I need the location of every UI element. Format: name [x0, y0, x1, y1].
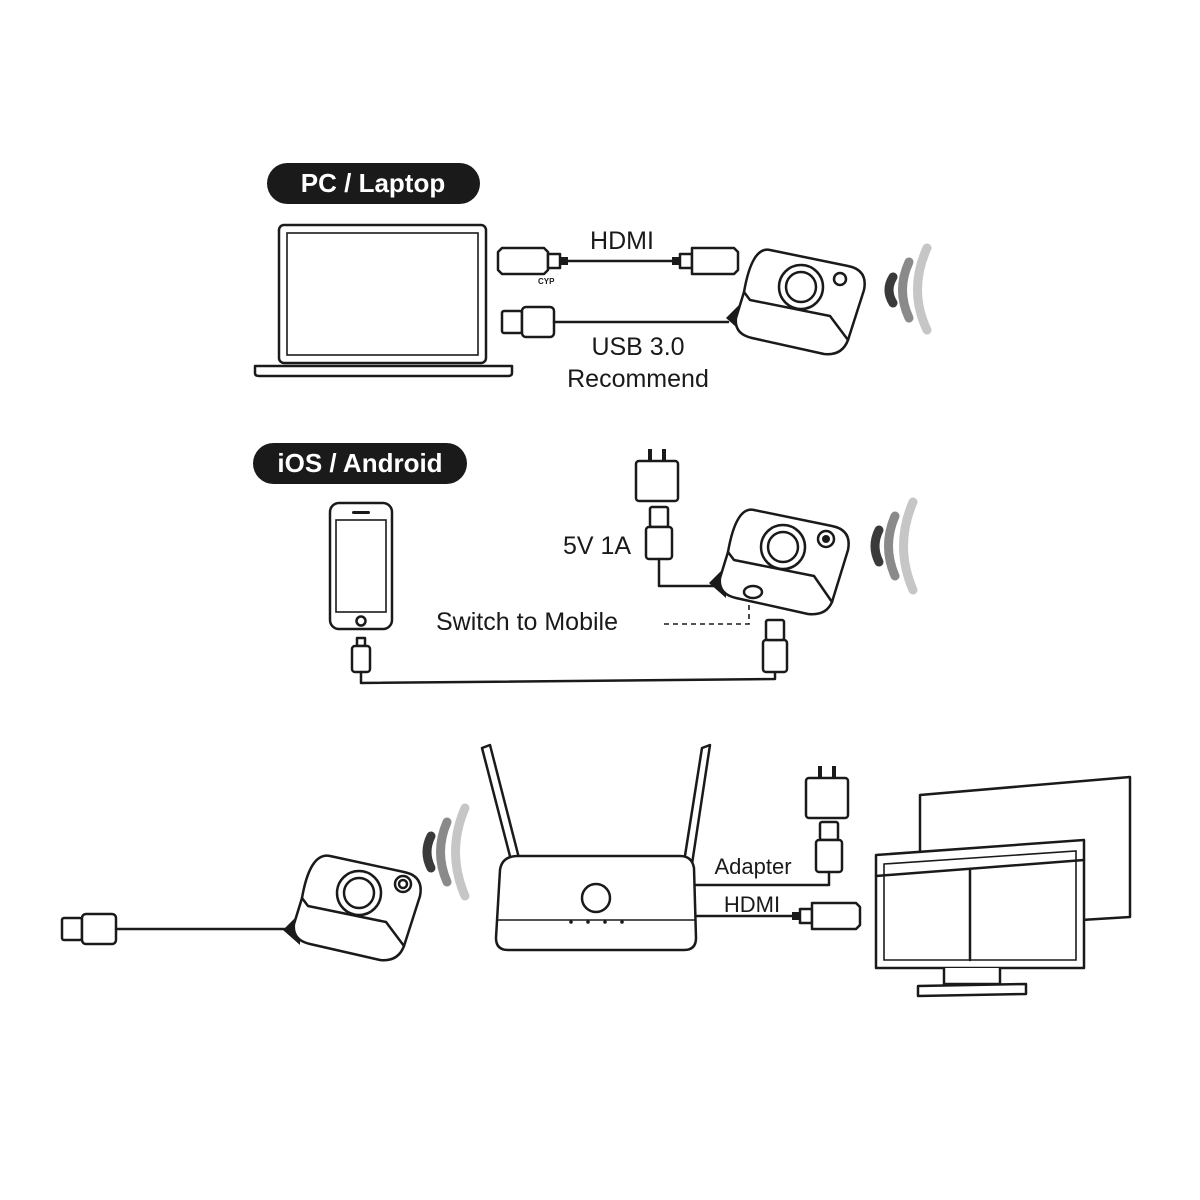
power-adapter-icon-receiver [694, 766, 850, 887]
power-adapter-icon-mobile [634, 449, 724, 588]
pc-laptop-title-pill: PC / Laptop [267, 163, 480, 204]
wireless-signal-icon-mobile [870, 497, 918, 595]
display-monitors-icon [874, 775, 1132, 998]
usb-cable-bottom [60, 912, 292, 946]
power-label: 5V 1A [563, 532, 631, 560]
wireless-signal-icon-pc [884, 243, 932, 335]
hdmi-label-bottom: HDMI [724, 892, 780, 917]
usb-label: USB 3.0 [591, 333, 684, 361]
hdmi-label-top: HDMI [590, 227, 654, 255]
laptop-icon [253, 223, 514, 378]
usb-cable-top [500, 305, 730, 339]
receiver-base-unit [480, 743, 712, 952]
smartphone-icon [328, 501, 394, 631]
switch-leader-line [664, 596, 750, 625]
adapter-label: Adapter [714, 854, 791, 879]
ios-android-title: iOS / Android [277, 448, 442, 478]
wireless-signal-icon-receiver [422, 803, 470, 901]
pc-laptop-section: PC / Laptop CYP HDMI USB 3.0 Recommend [253, 163, 932, 393]
hdmi-cable-top: CYP [496, 246, 740, 286]
transmitter-button-receiver-side [283, 854, 422, 962]
switch-to-mobile-label: Switch to Mobile [436, 608, 618, 636]
ios-android-section: iOS / Android Switch to Mobile [253, 443, 918, 685]
receiver-section: Adapter HDMI [60, 743, 1132, 998]
transmitter-button-mobile [709, 508, 850, 616]
transmitter-button-pc [726, 248, 866, 356]
usb-recommend-label: Recommend [567, 365, 709, 393]
pc-laptop-title: PC / Laptop [301, 168, 445, 198]
ios-android-title-pill: iOS / Android [253, 443, 467, 484]
micro-usb-cable [350, 618, 789, 685]
hdmi-cable-bottom [694, 901, 862, 931]
cyp-brand-mark: CYP [538, 277, 555, 286]
